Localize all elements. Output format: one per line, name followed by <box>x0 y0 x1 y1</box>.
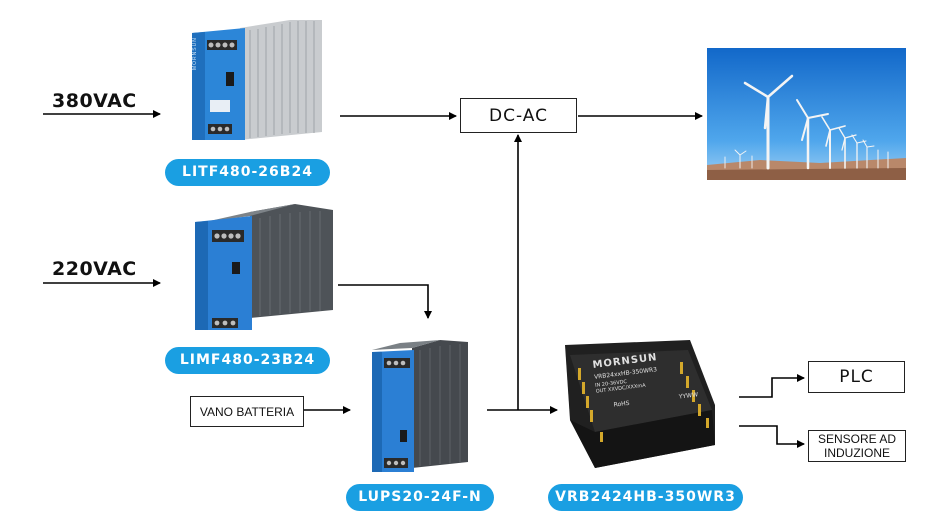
sensor-label: SENSORE AD INDUZIONE <box>817 432 897 460</box>
plc-label: PLC <box>839 367 874 387</box>
product-label-vrb2424: VRB2424HB-350WR3 <box>548 484 743 511</box>
product-label-lups20: LUPS20-24F-N <box>346 484 494 511</box>
dc-dc-module-image <box>565 340 715 468</box>
input-label-380vac: 380VAC <box>52 90 137 112</box>
wind-turbines-image <box>707 48 906 180</box>
power-supply-image <box>195 204 333 330</box>
arrow-vrb-to-sensor <box>739 425 805 448</box>
product-label-litf480: LITF480-26B24 <box>165 159 330 186</box>
input-label-220vac: 220VAC <box>52 258 137 280</box>
battery-label: VANO BATTERIA <box>199 404 295 419</box>
product-label-limf480: LIMF480-23B24 <box>165 347 330 374</box>
battery-box: VANO BATTERIA <box>190 396 304 427</box>
device-brand-text: MORNSUN <box>192 37 198 70</box>
plc-box: PLC <box>808 361 905 393</box>
dc-ac-label: DC-AC <box>489 105 548 126</box>
arrow-vrb-to-plc <box>739 374 805 398</box>
dc-ac-box: DC-AC <box>460 98 577 133</box>
power-supply-image <box>192 20 322 140</box>
power-supply-image <box>372 340 468 472</box>
arrow-limf-to-lups <box>338 284 432 319</box>
sensor-box: SENSORE AD INDUZIONE <box>808 430 906 462</box>
